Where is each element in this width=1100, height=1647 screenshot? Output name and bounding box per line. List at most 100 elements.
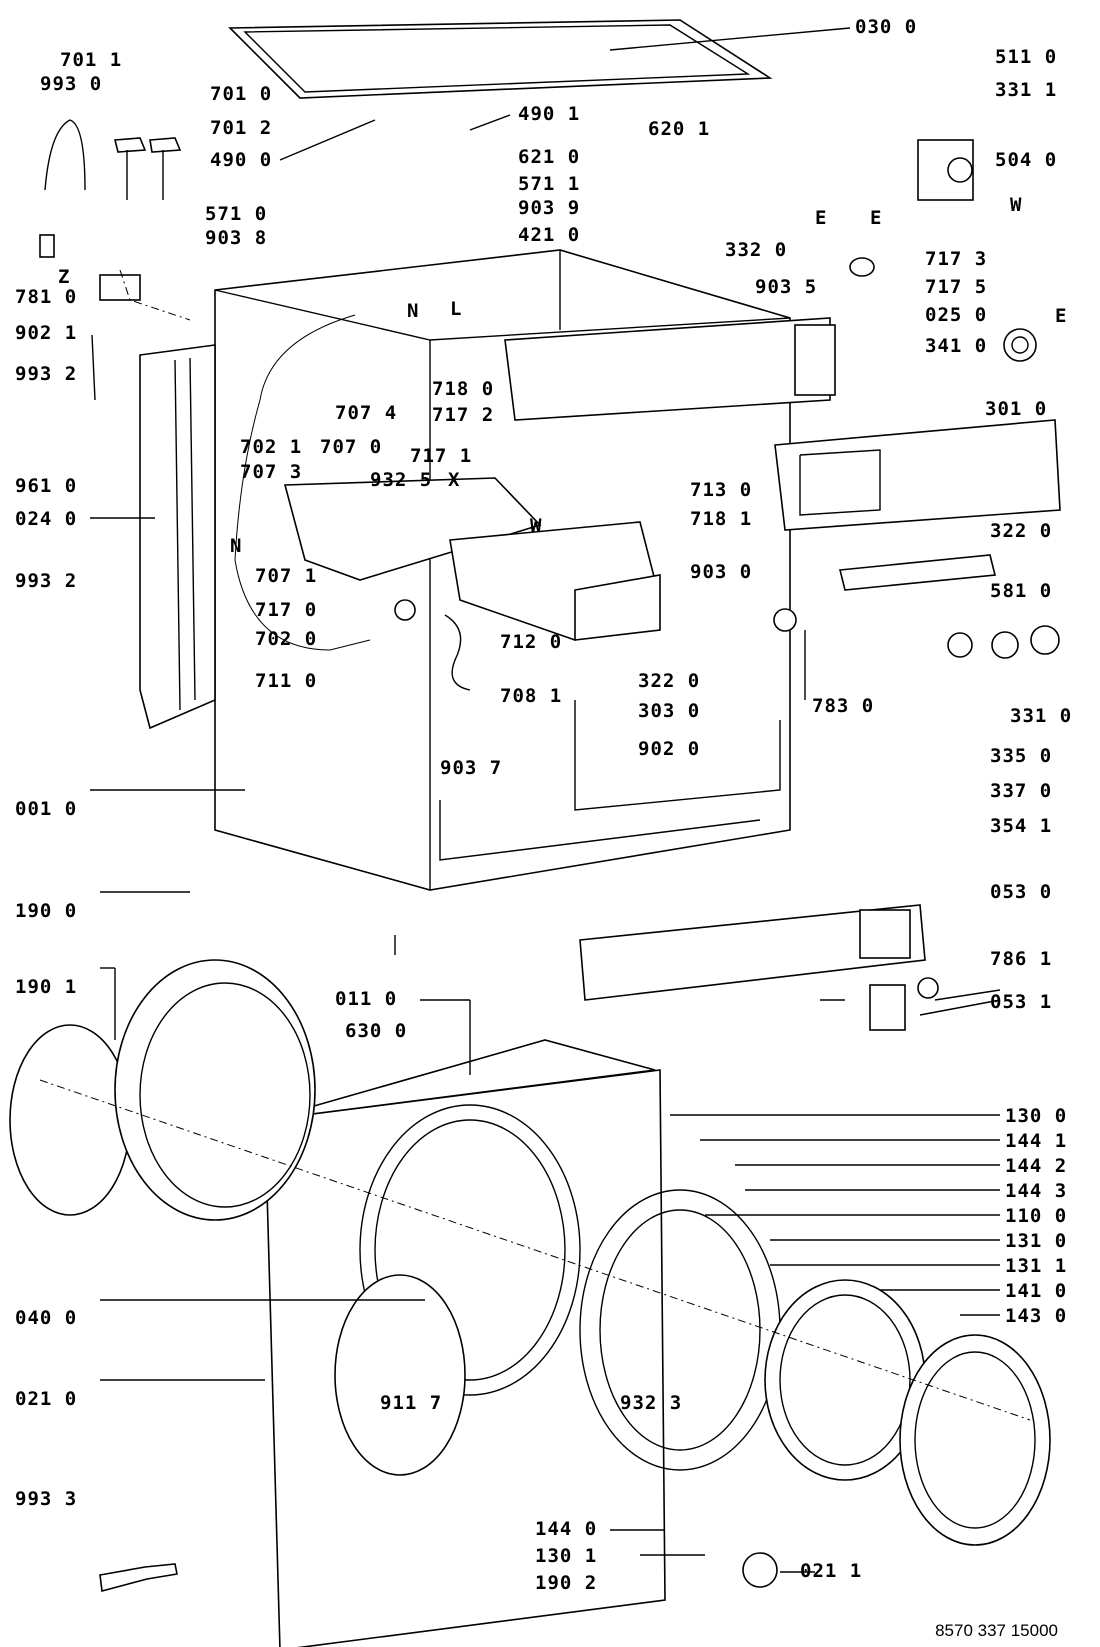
- label-190-2: 190 2: [535, 1572, 598, 1594]
- label-993-2-bottom: 993 2: [15, 570, 78, 592]
- label-144-3: 144 3: [1005, 1180, 1068, 1202]
- label-025-0: 025 0: [925, 304, 988, 326]
- label-621-0: 621 0: [518, 146, 581, 168]
- label-490-1: 490 1: [518, 103, 581, 125]
- label-011-0: 011 0: [335, 988, 398, 1010]
- label-630-0: 630 0: [345, 1020, 408, 1042]
- label-001-0: 001 0: [15, 798, 78, 820]
- label-143-0: 143 0: [1005, 1305, 1068, 1327]
- label-701-1: 701 1: [60, 49, 123, 71]
- label-707-4: 707 4: [335, 402, 398, 424]
- label-303-0: 303 0: [638, 700, 701, 722]
- label-331-1: 331 1: [995, 79, 1058, 101]
- label-571-1: 571 1: [518, 173, 581, 195]
- label-144-2: 144 2: [1005, 1155, 1068, 1177]
- label-E-3: E: [1055, 305, 1068, 327]
- label-781-0: 781 0: [15, 286, 78, 308]
- label-021-1: 021 1: [800, 1560, 863, 1582]
- label-190-1: 190 1: [15, 976, 78, 998]
- top-lid: [228, 19, 773, 99]
- label-711-0: 711 0: [255, 670, 318, 692]
- label-903-7: 903 7: [440, 757, 503, 779]
- label-130-1: 130 1: [535, 1545, 598, 1567]
- front-fascia: [774, 419, 1061, 531]
- label-024-0: 024 0: [15, 508, 78, 530]
- label-932-5: 932 5: [370, 469, 433, 491]
- label-993-0: 993 0: [40, 73, 103, 95]
- label-490-0: 490 0: [210, 149, 273, 171]
- label-713-0: 713 0: [690, 479, 753, 501]
- label-961-0: 961 0: [15, 475, 78, 497]
- label-993-2-top: 993 2: [15, 363, 78, 385]
- label-903-8: 903 8: [205, 227, 268, 249]
- label-993-3: 993 3: [15, 1488, 78, 1510]
- label-144-1: 144 1: [1005, 1130, 1068, 1152]
- label-581-0: 581 0: [990, 580, 1053, 602]
- label-718-1: 718 1: [690, 508, 753, 530]
- label-911-7: 911 7: [380, 1392, 443, 1414]
- label-421-0: 421 0: [518, 224, 581, 246]
- label-702-1: 702 1: [240, 436, 303, 458]
- label-702-0: 702 0: [255, 628, 318, 650]
- label-322-0-right: 322 0: [990, 520, 1053, 542]
- label-131-0: 131 0: [1005, 1230, 1068, 1252]
- label-W-dispenser: W: [530, 515, 543, 537]
- label-707-3: 707 3: [240, 461, 303, 483]
- kick-plate: [579, 904, 926, 1001]
- label-903-5: 903 5: [755, 276, 818, 298]
- door-glass: [9, 1024, 131, 1216]
- label-322-0-center: 322 0: [638, 670, 701, 692]
- label-141-0: 141 0: [1005, 1280, 1068, 1302]
- label-Z: Z: [58, 266, 71, 288]
- label-708-1: 708 1: [500, 685, 563, 707]
- label-571-0: 571 0: [205, 203, 268, 225]
- label-932-3: 932 3: [620, 1392, 683, 1414]
- label-902-0: 902 0: [638, 738, 701, 760]
- control-panel-assembly: [504, 317, 831, 421]
- label-354-1: 354 1: [990, 815, 1053, 837]
- label-783-0: 783 0: [812, 695, 875, 717]
- label-717-0: 717 0: [255, 599, 318, 621]
- label-144-0: 144 0: [535, 1518, 598, 1540]
- label-335-0: 335 0: [990, 745, 1053, 767]
- label-511-0: 511 0: [995, 46, 1058, 68]
- spanner-tool: [99, 1563, 178, 1593]
- label-130-0: 130 0: [1005, 1105, 1068, 1127]
- door-ring: [114, 959, 316, 1221]
- label-110-0: 110 0: [1005, 1205, 1068, 1227]
- outer-ring: [899, 1334, 1051, 1546]
- label-053-1: 053 1: [990, 991, 1053, 1013]
- diagram-code: 8570 337 15000: [935, 1621, 1058, 1640]
- dispenser-housing: [283, 477, 542, 581]
- label-021-0: 021 0: [15, 1388, 78, 1410]
- label-040-0: 040 0: [15, 1307, 78, 1329]
- label-N-center: N: [407, 300, 420, 322]
- label-786-1: 786 1: [990, 948, 1053, 970]
- label-190-0: 190 0: [15, 900, 78, 922]
- label-301-0: 301 0: [985, 398, 1048, 420]
- label-717-3: 717 3: [925, 248, 988, 270]
- label-030-0: 030 0: [855, 16, 918, 38]
- label-341-0: 341 0: [925, 335, 988, 357]
- label-331-0: 331 0: [1010, 705, 1073, 727]
- label-903-9: 903 9: [518, 197, 581, 219]
- label-718-0: 718 0: [432, 378, 495, 400]
- label-L: L: [450, 298, 463, 320]
- label-717-5: 717 5: [925, 276, 988, 298]
- label-X: X: [448, 469, 461, 491]
- label-712-0: 712 0: [500, 631, 563, 653]
- label-902-1: 902 1: [15, 322, 78, 344]
- label-N-left: N: [230, 535, 243, 557]
- label-620-1: 620 1: [648, 118, 711, 140]
- inlet-hose: [444, 614, 471, 691]
- label-332-0: 332 0: [725, 239, 788, 261]
- label-053-0: 053 0: [990, 881, 1053, 903]
- label-707-0: 707 0: [320, 436, 383, 458]
- label-337-0: 337 0: [990, 780, 1053, 802]
- label-717-1: 717 1: [410, 445, 473, 467]
- label-W-right: W: [1010, 194, 1023, 216]
- label-903-0: 903 0: [690, 561, 753, 583]
- label-701-2: 701 2: [210, 117, 273, 139]
